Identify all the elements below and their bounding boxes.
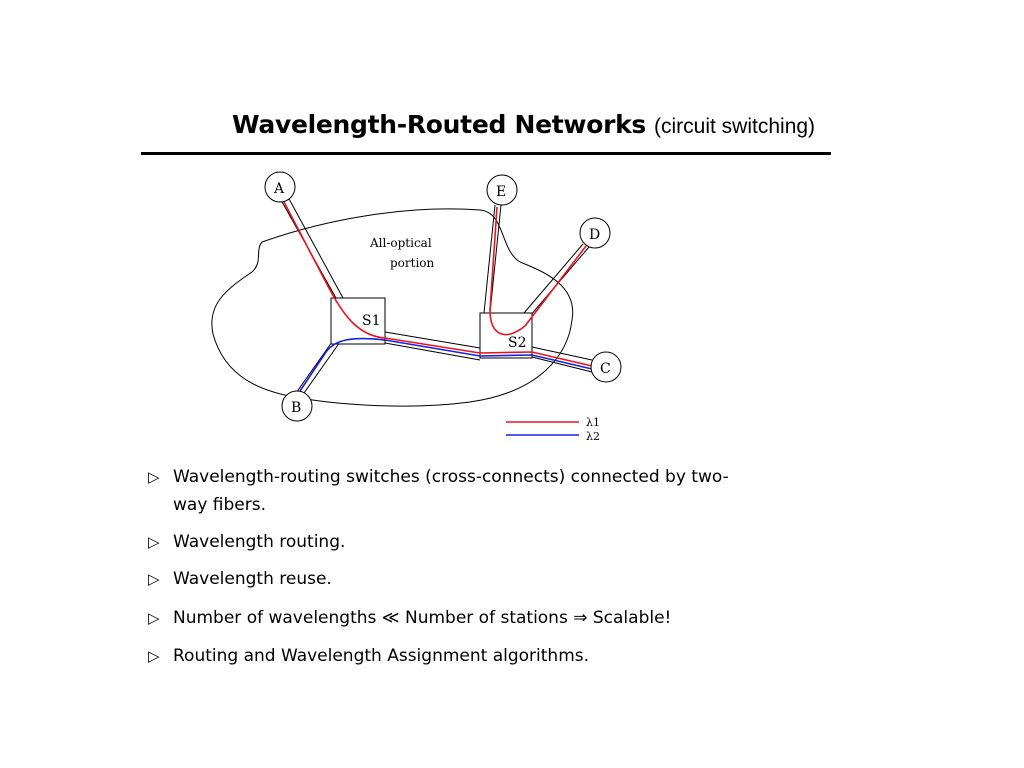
title-underline	[141, 152, 831, 155]
bullet-item: ▷ Wavelength reuse.	[148, 565, 748, 593]
bullet-item: ▷ Number of wavelengths ≪ Number of stat…	[148, 604, 748, 632]
bullet-text: Routing and Wavelength Assignment algori…	[173, 646, 590, 666]
node-c-label: C	[600, 361, 611, 377]
bullet-marker-icon: ▷	[148, 647, 160, 665]
switch-s1-label: S1	[362, 313, 381, 329]
title-subtitle: (circuit switching)	[654, 115, 816, 138]
node-a: A	[264, 171, 296, 203]
all-optical-region	[211, 208, 574, 407]
node-d: D	[579, 217, 611, 249]
bullet-text: Wavelength routing.	[173, 532, 346, 552]
legend-label-lambda1: λ1	[586, 416, 600, 429]
node-e: E	[486, 174, 518, 206]
lightpath-red-e-d	[489, 206, 587, 336]
node-b: B	[281, 390, 313, 422]
bullet-list: ▷ Wavelength-routing switches (cross-con…	[148, 463, 748, 670]
slide-title: Wavelength-Routed Networks (circuit switc…	[232, 110, 815, 139]
switch-s2-label: S2	[508, 335, 527, 351]
fiber-links	[280, 196, 593, 394]
node-d-label: D	[589, 227, 600, 243]
bullet-item: ▷ Routing and Wavelength Assignment algo…	[148, 642, 748, 670]
node-a-label: A	[273, 181, 285, 197]
node-b-label: B	[291, 400, 301, 416]
legend-label-lambda2: λ2	[586, 430, 600, 443]
bullet-marker-icon: ▷	[148, 533, 160, 551]
bullet-text: Wavelength-routing switches (cross-conne…	[173, 467, 729, 515]
bullet-text: Wavelength reuse.	[173, 569, 332, 589]
region-label-line2: portion	[390, 256, 435, 270]
bullet-marker-icon: ▷	[148, 609, 160, 627]
node-c: C	[590, 351, 622, 383]
node-e-label: E	[496, 184, 506, 200]
bullet-item: ▷ Wavelength-routing switches (cross-con…	[148, 463, 748, 519]
lightpath-blue-b-c	[299, 337, 593, 392]
switch-s2	[479, 312, 533, 359]
bullet-marker-icon: ▷	[148, 570, 160, 588]
title-main: Wavelength-Routed Networks	[232, 110, 647, 139]
region-label-line1: All-optical	[369, 236, 432, 250]
bullet-text: Number of wavelengths ≪ Number of statio…	[173, 608, 672, 628]
lightpath-red-a-c	[283, 201, 593, 367]
bullet-item: ▷ Wavelength routing.	[148, 528, 748, 556]
bullet-marker-icon: ▷	[148, 468, 160, 486]
legend: λ1 λ2	[506, 416, 600, 443]
